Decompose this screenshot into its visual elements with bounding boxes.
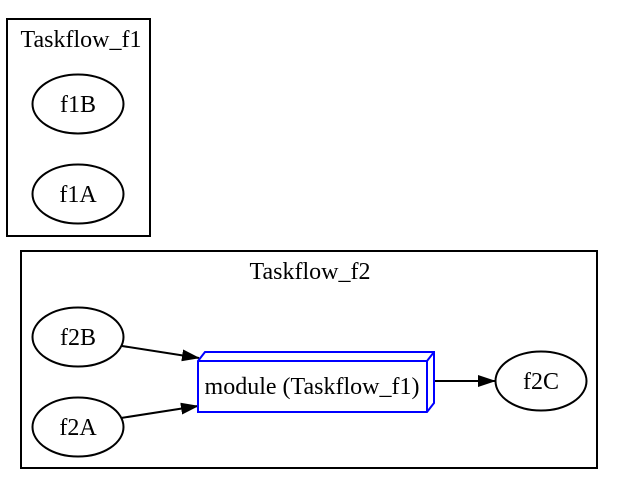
edge-f2a-to-module [120, 402, 199, 419]
cluster-taskflow-f1-border [6, 18, 151, 237]
cluster-taskflow-f1: Taskflow_f1 f1B f1A [6, 18, 151, 237]
cluster-taskflow-f2-title: Taskflow_f2 [250, 259, 371, 285]
node-f2c-ellipse [494, 350, 588, 412]
cluster-taskflow-f1-title: Taskflow_f1 [21, 27, 142, 53]
node-f2a-ellipse [31, 396, 125, 458]
node-f1b-label: f1B [60, 92, 96, 118]
box3d-depth-edge [426, 351, 435, 362]
node-f1a-ellipse [31, 163, 125, 225]
node-f1a-label: f1A [59, 182, 97, 208]
node-f2a: f2A [31, 396, 125, 458]
node-f2b-ellipse [31, 306, 125, 368]
edge-f2b-to-module [121, 345, 200, 362]
node-f2c-label: f2C [523, 369, 559, 395]
cluster-taskflow-f2-border [20, 250, 598, 469]
node-module-box3d: module (Taskflow_f1) [197, 351, 435, 413]
node-f2b-label: f2B [60, 325, 96, 351]
node-f1b: f1B [31, 73, 125, 135]
node-module-label: module (Taskflow_f1) [205, 374, 420, 400]
node-f2a-label: f2A [59, 415, 97, 441]
node-f2c: f2C [494, 350, 588, 412]
node-f2b: f2B [31, 306, 125, 368]
node-f1b-ellipse [31, 73, 125, 135]
node-f1a: f1A [31, 163, 125, 225]
cluster-taskflow-f2: Taskflow_f2 f2B f2A module (Taskflow_f1) [20, 250, 598, 469]
